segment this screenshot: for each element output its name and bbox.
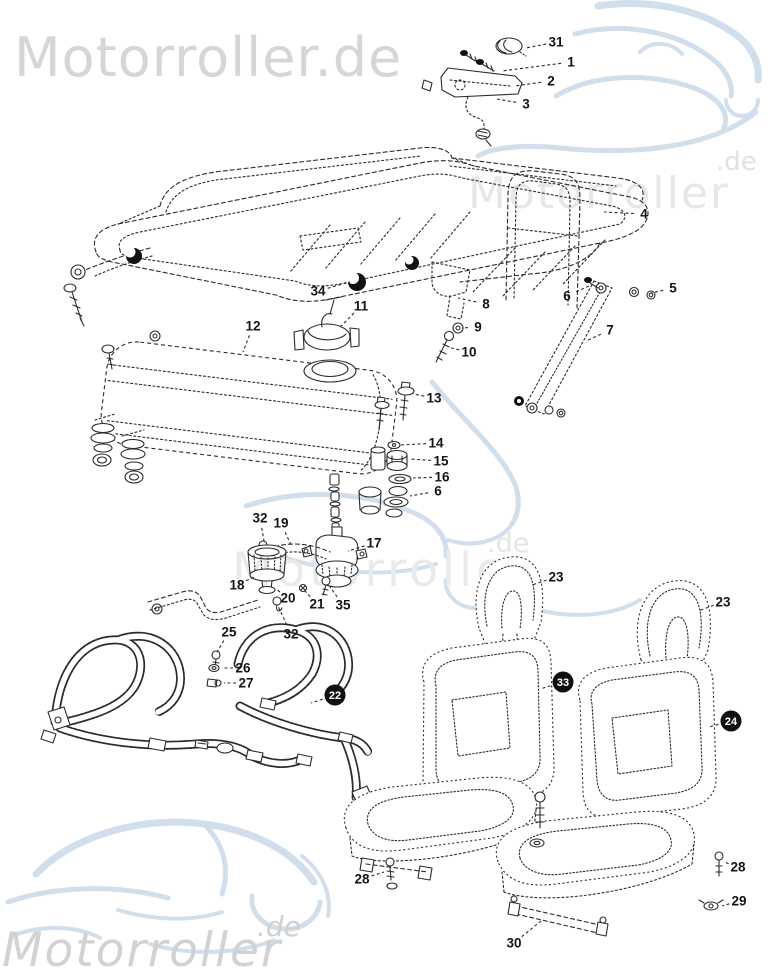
- left-seat-drawing: [343, 556, 555, 890]
- svg-text:5: 5: [669, 281, 677, 296]
- part-callout-22: 22: [310, 684, 346, 706]
- part-callout-17: 17: [347, 536, 382, 552]
- part-callout-28: 28: [723, 860, 746, 875]
- part-callout-25: 25: [216, 625, 237, 653]
- part-callout-13: 13: [412, 391, 442, 406]
- right-seat-drawing: [495, 580, 724, 937]
- bracket-drawing: [147, 540, 331, 621]
- svg-text:29: 29: [731, 894, 746, 909]
- part-callout-8: 8: [457, 297, 490, 312]
- svg-text:14: 14: [428, 436, 444, 451]
- svg-text:11: 11: [354, 299, 369, 314]
- part-callout-9: 9: [461, 320, 482, 335]
- part-callout-16: 16: [412, 470, 450, 485]
- part-callout-6: 6: [563, 285, 590, 304]
- svg-text:26: 26: [235, 661, 251, 676]
- part-callout-4: 4: [603, 207, 648, 222]
- part-callout-19: 19: [273, 516, 293, 548]
- svg-text:15: 15: [433, 454, 449, 469]
- watermark-top-right: Motorroller: [468, 168, 730, 219]
- luggage-rack-drawing: [63, 146, 649, 363]
- svg-text:23: 23: [715, 595, 731, 610]
- part-callout-5: 5: [650, 281, 677, 296]
- part-callout-24: 24: [708, 710, 742, 732]
- svg-text:27: 27: [238, 676, 253, 691]
- scooter-sketch-top-right: [475, 0, 762, 159]
- svg-text:30: 30: [506, 936, 521, 951]
- svg-text:17: 17: [366, 536, 381, 551]
- svg-text:10: 10: [461, 345, 476, 360]
- watermark-top-left: Motorroller.de: [14, 26, 402, 89]
- svg-text:20: 20: [280, 591, 295, 606]
- part-callout-7: 7: [585, 323, 614, 342]
- part-callout-21: 21: [303, 589, 325, 612]
- part-callout-3: 3: [496, 97, 530, 112]
- support-strut-drawing: [514, 277, 656, 418]
- svg-text:3: 3: [522, 97, 530, 112]
- svg-text:31: 31: [548, 35, 564, 50]
- svg-text:12: 12: [245, 319, 260, 334]
- valve-assembly-drawing: [421, 37, 527, 147]
- part-callout-23: 23: [531, 570, 564, 586]
- part-callout-18: 18: [229, 576, 255, 593]
- part-callout-12: 12: [242, 319, 261, 353]
- part-callout-10: 10: [450, 345, 477, 360]
- svg-text:19: 19: [273, 516, 288, 531]
- svg-text:28: 28: [730, 860, 746, 875]
- svg-text:7: 7: [606, 323, 614, 338]
- petcock-drawing: [298, 526, 368, 596]
- part-callout-29: 29: [721, 894, 747, 909]
- svg-text:23: 23: [548, 570, 564, 585]
- watermark-top-right-suffix: .de: [716, 147, 757, 177]
- part-callout-32: 32: [277, 605, 299, 642]
- svg-text:16: 16: [434, 470, 450, 485]
- part-callout-6: 6: [409, 484, 442, 499]
- svg-text:22: 22: [329, 690, 341, 702]
- part-callout-34: 34: [310, 281, 351, 299]
- part-callout-11: 11: [338, 299, 369, 329]
- svg-text:32: 32: [252, 511, 267, 526]
- part-callout-30: 30: [506, 920, 542, 951]
- svg-text:28: 28: [354, 872, 370, 887]
- part-callout-15: 15: [408, 454, 449, 469]
- part-callout-14: 14: [400, 436, 444, 451]
- svg-text:4: 4: [640, 207, 648, 222]
- seat-belts-drawing: [40, 622, 375, 810]
- svg-text:35: 35: [335, 598, 351, 613]
- svg-text:6: 6: [434, 484, 442, 499]
- svg-text:25: 25: [221, 625, 237, 640]
- svg-text:8: 8: [482, 297, 490, 312]
- part-callout-35: 35: [327, 583, 351, 613]
- part-callout-23: 23: [697, 595, 731, 612]
- svg-text:18: 18: [229, 578, 245, 593]
- part-callout-20: 20: [275, 588, 296, 606]
- svg-text:6: 6: [563, 289, 571, 304]
- scooter-sketch-bottom-left: [5, 818, 331, 954]
- watermark-bottom-left: Motorroller: [2, 923, 283, 977]
- part-callout-2: 2: [513, 74, 555, 89]
- svg-text:2: 2: [547, 74, 555, 89]
- part-callout-26: 26: [222, 661, 251, 676]
- svg-text:32: 32: [283, 627, 298, 642]
- part-callout-32: 32: [252, 511, 268, 542]
- watermark-bottom-left-suffix: .de: [257, 910, 301, 943]
- watermark-middle-suffix: .de: [487, 528, 529, 559]
- svg-text:34: 34: [310, 284, 326, 299]
- part-callout-31: 31: [525, 35, 564, 50]
- fuel-tank-drawing: [90, 296, 415, 537]
- part-callout-1: 1: [501, 55, 575, 72]
- svg-text:33: 33: [557, 677, 569, 689]
- part-callout-28: 28: [354, 871, 385, 887]
- svg-text:9: 9: [474, 320, 482, 335]
- part-callout-27: 27: [224, 676, 254, 691]
- part-callout-33: 33: [539, 671, 574, 693]
- svg-text:13: 13: [426, 391, 442, 406]
- svg-text:24: 24: [725, 716, 738, 728]
- svg-text:1: 1: [567, 55, 575, 70]
- svg-text:21: 21: [309, 597, 325, 612]
